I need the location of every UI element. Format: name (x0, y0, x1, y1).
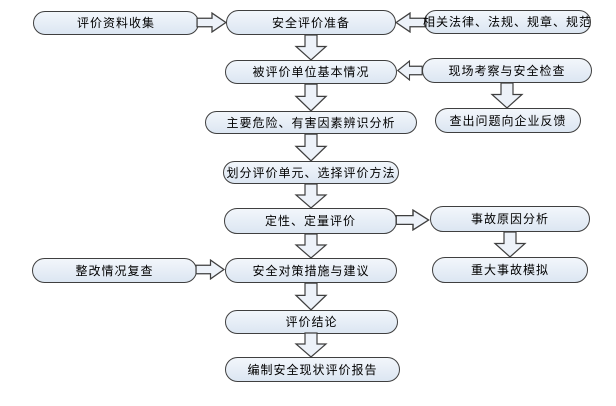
arrow-left-icon (395, 12, 426, 33)
node-site-survey-safety-inspection: 现场考察与安全检查 (422, 58, 592, 83)
arrow-left-icon (396, 60, 423, 81)
node-feedback-problems-to-enterprise: 查出问题向企业反馈 (435, 108, 581, 133)
arrow-down-icon (294, 133, 328, 162)
arrow-right-icon (395, 209, 430, 231)
arrow-down-icon (490, 82, 524, 109)
arrow-down-icon (493, 231, 527, 258)
arrow-down-icon (294, 83, 328, 112)
node-evaluation-conclusion: 评价结论 (225, 310, 398, 334)
node-qualitative-quantitative-evaluation: 定性、定量评价 (224, 208, 397, 234)
arrow-right-icon (195, 259, 226, 280)
arrow-right-icon (196, 12, 227, 33)
node-major-accident-simulation: 重大事故模拟 (432, 257, 588, 283)
arrow-down-icon (294, 233, 328, 259)
node-safety-evaluation-preparation: 安全评价准备 (226, 10, 396, 35)
node-divide-units-select-methods: 划分评价单元、选择评价方法 (223, 161, 399, 184)
node-evaluated-unit-basic-info: 被评价单位基本情况 (225, 60, 397, 84)
node-safety-countermeasures-suggestions: 安全对策措施与建议 (225, 258, 397, 283)
arrow-down-icon (294, 332, 328, 358)
arrow-down-icon (294, 34, 328, 61)
node-compile-safety-status-evaluation-report: 编制安全现状评价报告 (225, 357, 400, 382)
node-major-hazard-identification-analysis: 主要危险、有害因素辨识分析 (205, 111, 417, 134)
arrow-down-icon (294, 282, 328, 311)
node-accident-cause-analysis: 事故原因分析 (430, 206, 590, 232)
node-related-laws-regulations: 相关法律、法规、规章、规范 (423, 10, 591, 34)
arrow-down-icon (294, 183, 328, 209)
node-rectification-review: 整改情况复查 (32, 258, 197, 283)
node-evaluation-data-collection: 评价资料收集 (33, 11, 199, 35)
